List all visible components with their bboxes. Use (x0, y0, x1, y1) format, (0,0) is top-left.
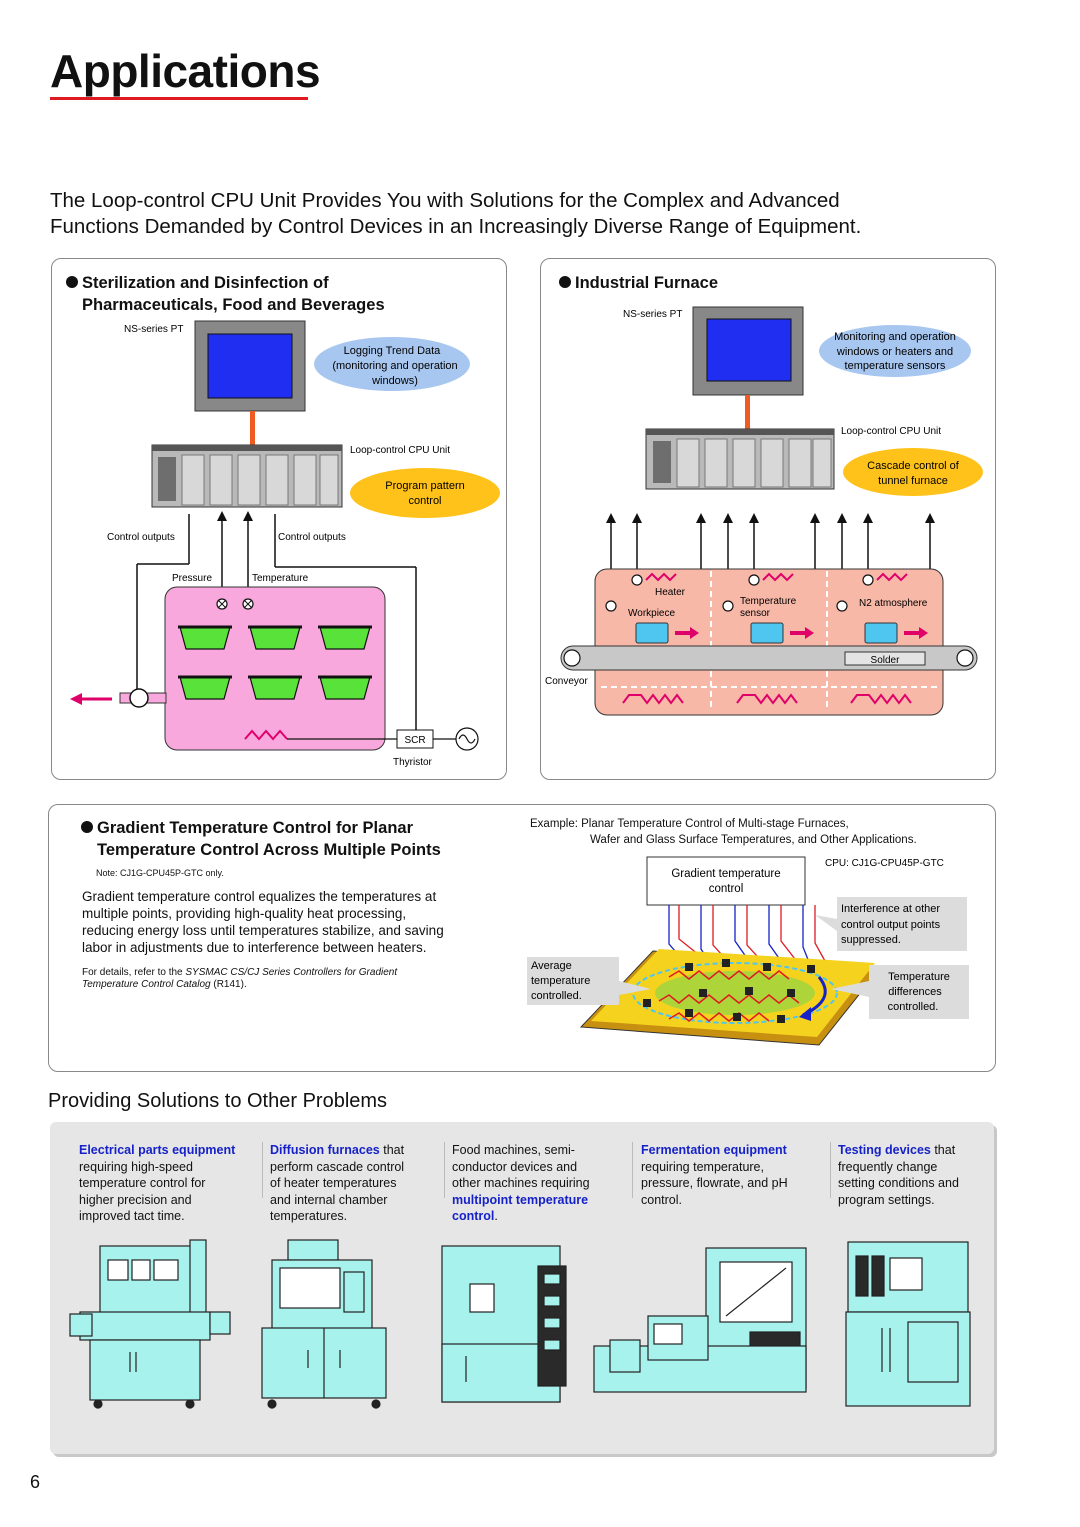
svg-text:Thyristor: Thyristor (393, 757, 433, 768)
svg-text:tunnel furnace: tunnel furnace (878, 475, 948, 487)
svg-text:controlled.: controlled. (531, 990, 582, 1002)
pt-cable (250, 411, 255, 445)
svg-text:Cascade control of: Cascade control of (867, 460, 960, 472)
pt-screen (706, 318, 792, 382)
col-electrical-parts: Electrical parts equipment requiring hig… (79, 1143, 236, 1223)
intro-line-2: Functions Demanded by Control Devices in… (50, 215, 862, 238)
machine-illustrations (69, 1239, 971, 1409)
column-divider (632, 1142, 633, 1198)
svg-text:temperature: temperature (531, 975, 590, 987)
program-bubble (350, 468, 500, 518)
svg-text:control output points: control output points (841, 919, 941, 931)
page-number: 6 (30, 1472, 41, 1492)
intro-heading: The Loop-control CPU Unit Provides You w… (50, 188, 1010, 240)
pump-icon (129, 688, 149, 708)
column-divider (444, 1142, 445, 1198)
gradient-details: For details, refer to the SYSMAC CS/CJ S… (82, 967, 398, 990)
gradient-note: Note: CJ1G-CPU45P-GTC only. (96, 868, 224, 878)
sterilization-title: Sterilization and Disinfection of Pharma… (66, 272, 385, 316)
gradient-body: Gradient temperature control equalizes t… (82, 889, 444, 955)
logging-bubble (314, 337, 470, 391)
cascade-bubble (843, 448, 983, 496)
svg-text:Heater: Heater (655, 587, 686, 598)
differences-callout (869, 965, 969, 1019)
electrical-parts-machine-icon (69, 1239, 231, 1409)
svg-text:Workpiece: Workpiece (628, 608, 675, 619)
furnace-title: Industrial Furnace (559, 272, 718, 294)
svg-text:CPU: CJ1G-CPU45P-GTC: CPU: CJ1G-CPU45P-GTC (825, 858, 944, 869)
svg-text:N2 atmosphere: N2 atmosphere (859, 598, 928, 609)
pt-cable (745, 395, 750, 429)
bullet-icon (559, 276, 571, 288)
svg-text:windows): windows) (371, 375, 418, 387)
svg-text:Logging Trend Data: Logging Trend Data (344, 345, 442, 357)
col-diffusion-furnaces: Diffusion furnaces that perform cascade … (270, 1143, 405, 1223)
intro-line-1: The Loop-control CPU Unit Provides You w… (50, 189, 840, 212)
column-divider (830, 1142, 831, 1198)
svg-text:Temperature: Temperature (740, 596, 797, 607)
col-fermentation: Fermentation equipment requiring tempera… (641, 1143, 788, 1207)
svg-text:Interference at other: Interference at other (841, 903, 940, 915)
col-food-machines: Food machines, semi- conductor devices a… (452, 1143, 590, 1223)
furnace-panel: Industrial Furnace NS-series PT Monitori… (540, 258, 996, 780)
sterilization-chamber (164, 586, 386, 751)
svg-text:temperature sensors: temperature sensors (845, 360, 946, 372)
svg-text:(monitoring and operation: (monitoring and operation (332, 360, 457, 372)
bullet-icon (66, 276, 78, 288)
outflow-arrow-icon (70, 693, 82, 705)
svg-text:Loop-control CPU Unit: Loop-control CPU Unit (841, 426, 941, 437)
diffusion-furnace-machine-icon (261, 1239, 387, 1409)
average-callout (527, 957, 619, 1005)
svg-text:control: control (408, 495, 441, 507)
testing-device-machine-icon (845, 1241, 971, 1407)
svg-text:Conveyor: Conveyor (545, 676, 588, 687)
cpu-label: Loop-control CPU Unit (350, 445, 450, 456)
svg-text:NS-series PT: NS-series PT (623, 309, 682, 320)
svg-text:Solder: Solder (871, 655, 901, 666)
column-divider (262, 1142, 263, 1198)
svg-text:Monitoring and operation: Monitoring and operation (834, 331, 956, 343)
svg-text:suppressed.: suppressed. (841, 934, 901, 946)
svg-text:control: control (709, 883, 744, 895)
col-testing-devices: Testing devices that frequently change s… (838, 1143, 959, 1207)
gradient-title: Gradient Temperature Control for Planar … (81, 817, 441, 861)
svg-text:Program pattern: Program pattern (385, 480, 464, 492)
svg-text:Control outputs: Control outputs (278, 532, 346, 543)
pt-screen (207, 333, 293, 399)
svg-text:differences: differences (888, 986, 942, 998)
fermentation-machine-icon (593, 1247, 807, 1393)
svg-text:Temperature: Temperature (252, 573, 309, 584)
heater-icon (244, 729, 288, 741)
svg-text:windows or heaters and: windows or heaters and (836, 346, 953, 358)
interference-callout (837, 897, 967, 951)
svg-text:Pressure: Pressure (172, 573, 212, 584)
control-box (646, 856, 806, 906)
food-machine-icon (441, 1245, 567, 1403)
solder-label-box (844, 651, 926, 666)
sterilization-panel: Sterilization and Disinfection of Pharma… (51, 258, 507, 780)
svg-text:Control outputs: Control outputs (107, 532, 175, 543)
monitor-bubble (819, 325, 971, 377)
svg-text:SCR: SCR (404, 735, 425, 746)
svg-text:Gradient temperature: Gradient temperature (671, 868, 780, 880)
svg-text:Temperature: Temperature (888, 971, 950, 983)
pt-label: NS-series PT (124, 324, 183, 335)
bullet-icon (81, 821, 93, 833)
page-title: Applications (50, 45, 321, 97)
furnace-diagram: NS-series PT Monitoring and operation wi… (545, 306, 983, 716)
svg-text:Average: Average (531, 960, 572, 972)
title-underline (50, 97, 308, 100)
gradient-panel: Gradient Temperature Control for Planar … (48, 804, 996, 1072)
sterilization-diagram: NS-series PT Logging Trend Data (monitor… (70, 320, 500, 768)
svg-text:controlled.: controlled. (888, 1001, 939, 1013)
svg-text:sensor: sensor (740, 608, 771, 619)
gradient-diagram: Gradient temperature control CPU: CJ1G-C… (527, 856, 969, 1046)
other-problems-heading: Providing Solutions to Other Problems (48, 1090, 388, 1112)
gradient-example: Example: Planar Temperature Control of M… (530, 818, 917, 846)
